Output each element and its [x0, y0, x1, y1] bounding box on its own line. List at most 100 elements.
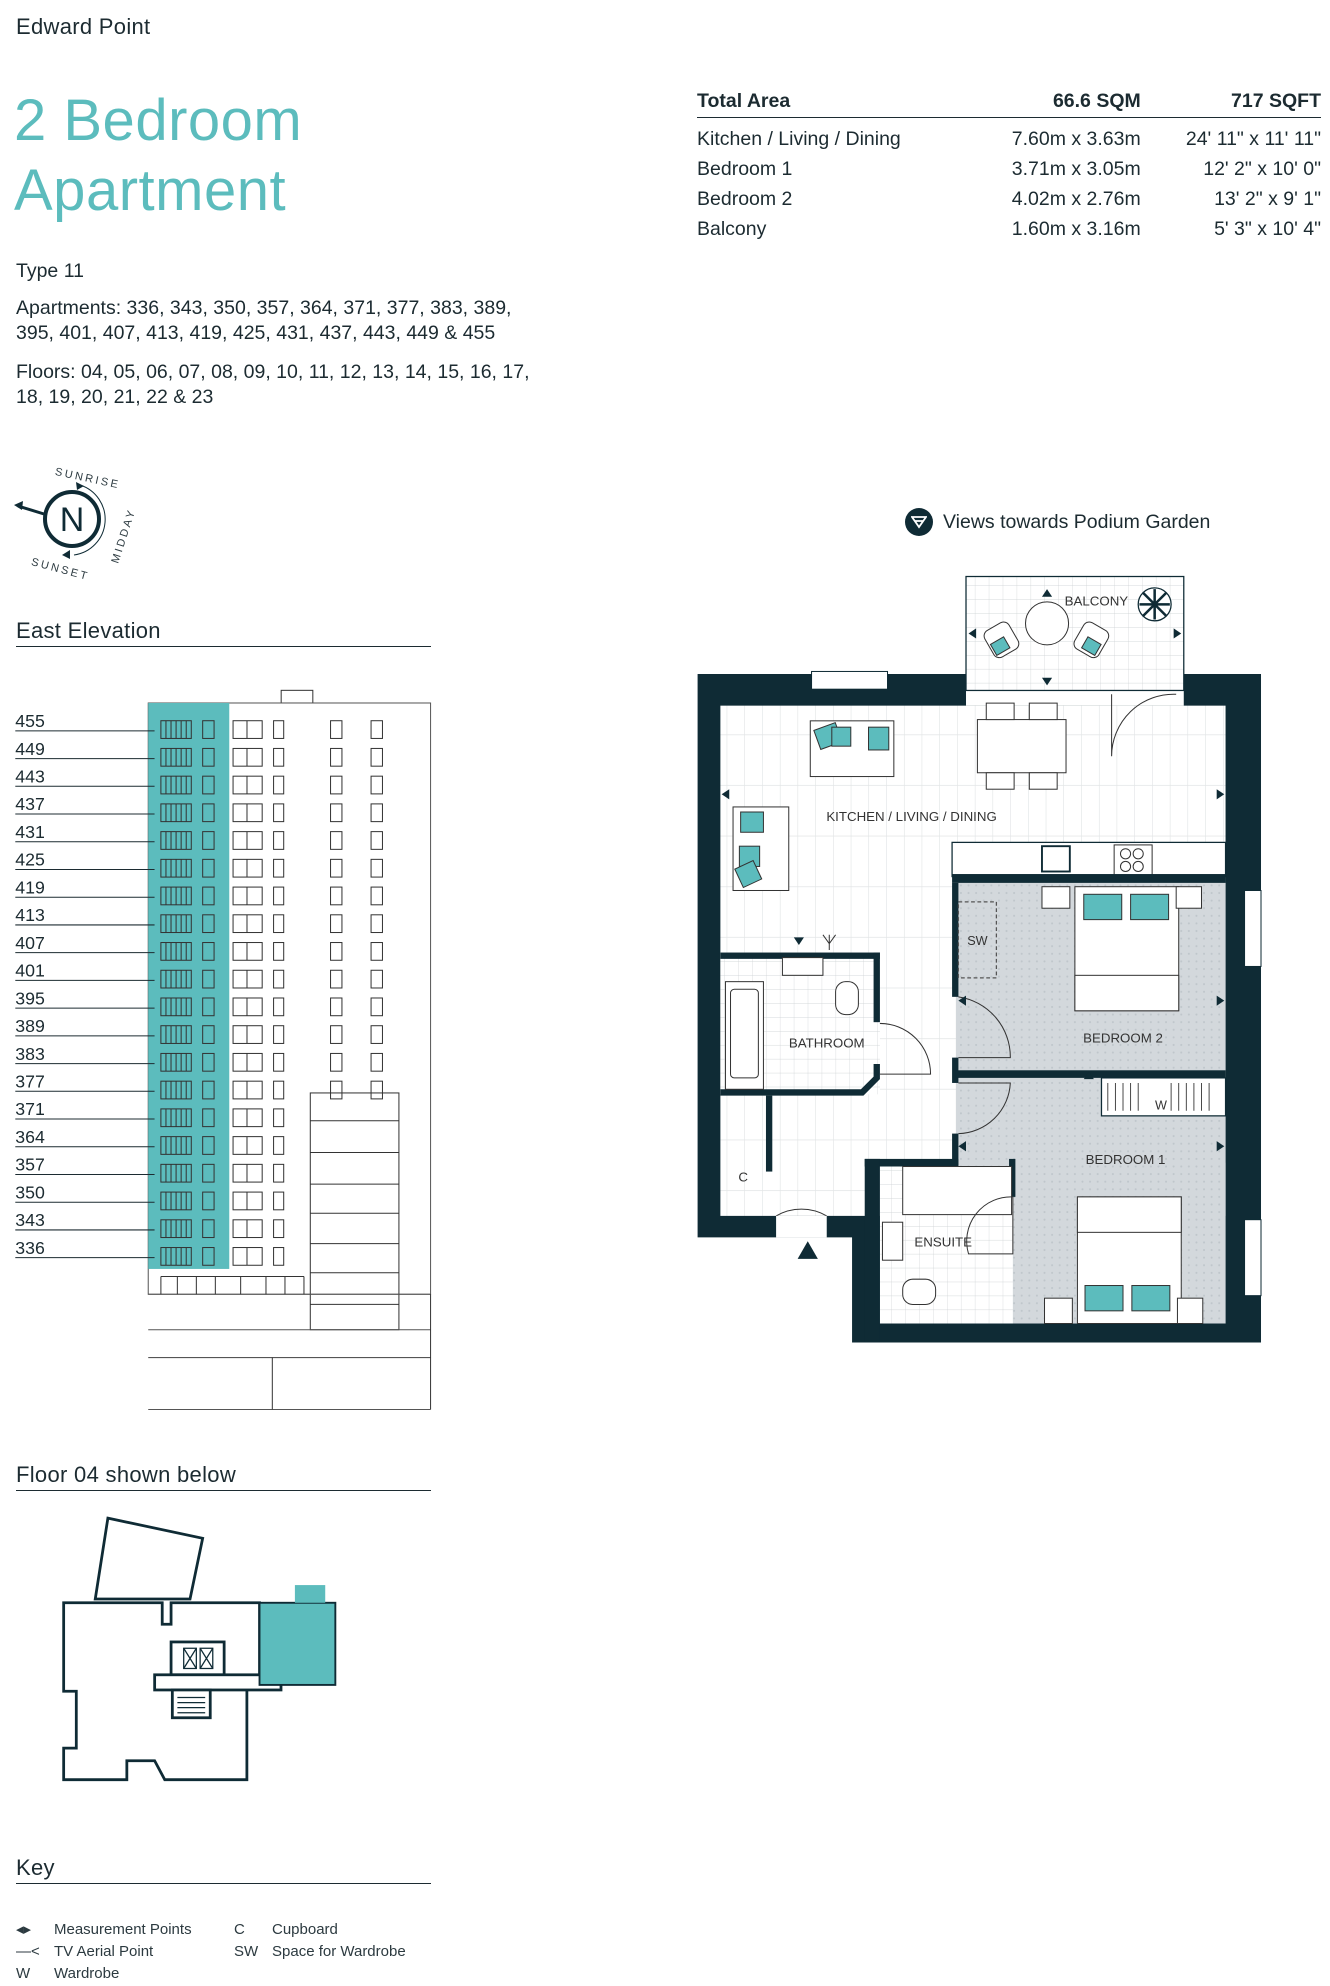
apartment-floor-plan: BALCONY W SW	[697, 575, 1262, 1343]
elevation-unit-label: 395	[15, 988, 45, 1008]
window	[202, 803, 215, 823]
window	[232, 886, 263, 906]
elevation-unit-label: 389	[15, 1016, 45, 1036]
window	[370, 886, 383, 906]
window	[273, 1219, 285, 1239]
dining-table	[976, 702, 1067, 790]
elevation-unit-label: 383	[15, 1044, 45, 1064]
total-area-label: Total Area	[697, 90, 969, 118]
floor-locator-heading: Floor 04 shown below	[16, 1462, 431, 1491]
window	[330, 1025, 343, 1044]
window	[202, 1247, 215, 1266]
title-line-2: Apartment	[14, 158, 287, 223]
window	[273, 1163, 285, 1183]
window	[202, 775, 215, 795]
window	[330, 1052, 343, 1072]
window	[273, 1247, 285, 1266]
entrance-opening	[776, 1215, 827, 1238]
window	[273, 775, 285, 795]
window	[202, 858, 215, 878]
window	[202, 1108, 215, 1128]
window	[202, 997, 215, 1017]
window	[330, 1080, 343, 1100]
sink-icon	[1041, 845, 1071, 873]
sunset-label: SUNSET	[30, 556, 91, 583]
window	[1244, 1219, 1262, 1297]
window	[330, 997, 343, 1017]
window	[273, 831, 285, 850]
window	[273, 997, 285, 1017]
window	[202, 1163, 215, 1183]
key-heading: Key	[16, 1855, 431, 1884]
wardrobe	[1100, 1077, 1227, 1117]
window	[273, 1191, 285, 1211]
window	[232, 831, 263, 850]
table-row: Balcony 1.60m x 3.16m 5' 3" x 10' 4"	[697, 214, 1321, 244]
window	[330, 775, 343, 795]
views-note: Views towards Podium Garden	[905, 508, 1210, 536]
room-metric: 1.60m x 3.16m	[1011, 217, 1141, 240]
total-area-sqm: 66.6 SQM	[968, 90, 1141, 118]
window	[232, 969, 263, 989]
window	[202, 747, 215, 767]
bathroom-door	[879, 1022, 932, 1075]
room-metric: 7.60m x 3.63m	[1011, 127, 1141, 150]
window	[202, 969, 215, 989]
highlighted-apartment	[258, 1601, 337, 1686]
ensuite-basin	[881, 1221, 904, 1261]
elevation-unit-label: 419	[15, 877, 45, 897]
window	[232, 1080, 263, 1100]
key-label: Cupboard	[272, 1920, 338, 1938]
window	[232, 858, 263, 878]
basin	[781, 957, 824, 976]
elevation-unit-label: 371	[15, 1099, 45, 1119]
window	[370, 775, 383, 795]
measurement-points-icon: ◂▸	[16, 1921, 32, 1938]
window	[273, 1052, 285, 1072]
elevation-unit-label: 357	[15, 1155, 45, 1175]
floor-locator-plan	[62, 1516, 337, 1782]
highlighted-stack	[148, 702, 230, 1269]
room-label-ensuite: ENSUITE	[914, 1234, 972, 1249]
window	[232, 1108, 263, 1128]
view-direction-icon	[905, 508, 933, 536]
window	[232, 747, 263, 767]
window	[202, 1191, 215, 1211]
elevation-unit-label: 343	[15, 1210, 45, 1230]
window	[370, 1025, 383, 1044]
bed-bedroom-2	[1041, 886, 1203, 1012]
cupboard-symbol: C	[234, 1920, 245, 1938]
elevation-unit-label: 455	[15, 711, 45, 731]
compass-north: N	[60, 501, 85, 539]
window	[232, 1219, 263, 1239]
window	[273, 914, 285, 934]
views-label: Views towards Podium Garden	[943, 510, 1211, 533]
room-name: Bedroom 2	[697, 187, 793, 210]
room-name: Kitchen / Living / Dining	[697, 127, 901, 150]
room-label-sw: SW	[967, 934, 987, 948]
window	[273, 803, 285, 823]
apartment-type: Type 11	[16, 260, 84, 282]
room-metric: 3.71m x 3.05m	[1011, 157, 1141, 180]
elevation-unit-label: 443	[15, 767, 45, 787]
room-label-balcony: BALCONY	[1065, 594, 1129, 609]
room-metric: 4.02m x 2.76m	[1011, 187, 1141, 210]
window	[370, 942, 383, 961]
window	[273, 942, 285, 961]
window	[232, 803, 263, 823]
window	[1244, 889, 1262, 967]
total-area-sqft: 717 SQFT	[1140, 90, 1321, 118]
internal-walls	[720, 874, 1226, 1343]
bathtub	[724, 981, 764, 1090]
elevation-unit-label: 407	[15, 933, 45, 953]
window	[273, 886, 285, 906]
window	[370, 803, 383, 823]
east-elevation-heading: East Elevation	[16, 618, 431, 647]
table-row: Bedroom 1 3.71m x 3.05m 12' 2" x 10' 0"	[697, 154, 1321, 184]
window	[273, 720, 285, 739]
elevation-unit-label: 431	[15, 822, 45, 842]
window	[273, 1025, 285, 1044]
window	[202, 942, 215, 961]
roof-plant	[280, 689, 314, 704]
window	[370, 720, 383, 739]
